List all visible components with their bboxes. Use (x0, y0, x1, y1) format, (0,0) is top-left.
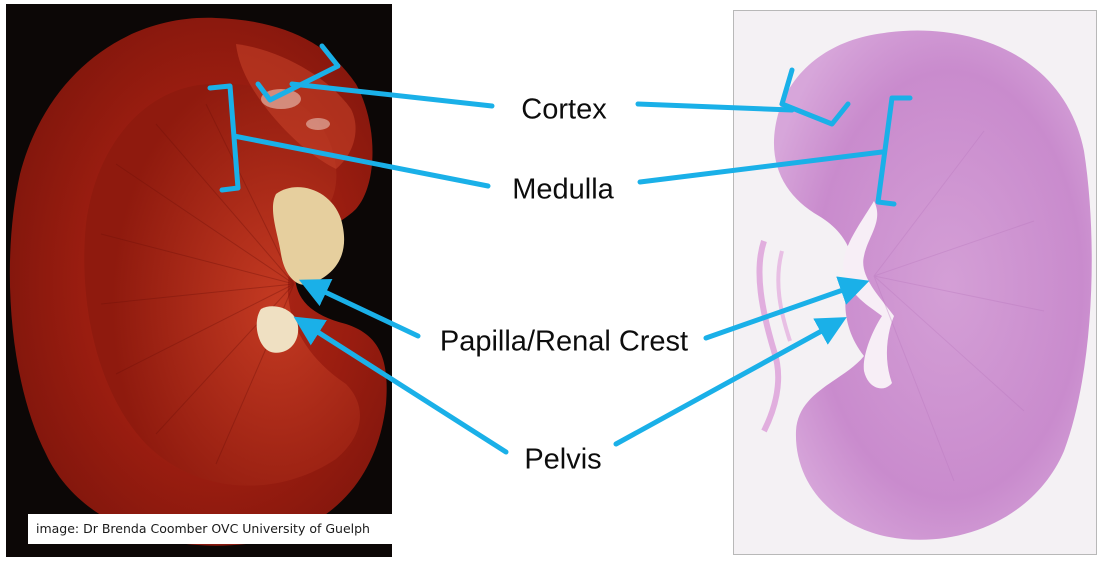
histology-kidney (774, 31, 1092, 540)
label-pelvis: Pelvis (524, 446, 601, 475)
gross-kidney-illustration (6, 4, 392, 557)
label-cortex: Cortex (521, 96, 606, 125)
gross-kidney-photo (6, 4, 392, 557)
label-medulla: Medulla (512, 176, 614, 205)
histology-kidney-illustration (734, 11, 1097, 555)
label-papilla-renal-crest: Papilla/Renal Crest (440, 328, 688, 357)
histology-section (733, 10, 1097, 555)
image-credit: image: Dr Brenda Coomber OVC University … (28, 514, 420, 544)
